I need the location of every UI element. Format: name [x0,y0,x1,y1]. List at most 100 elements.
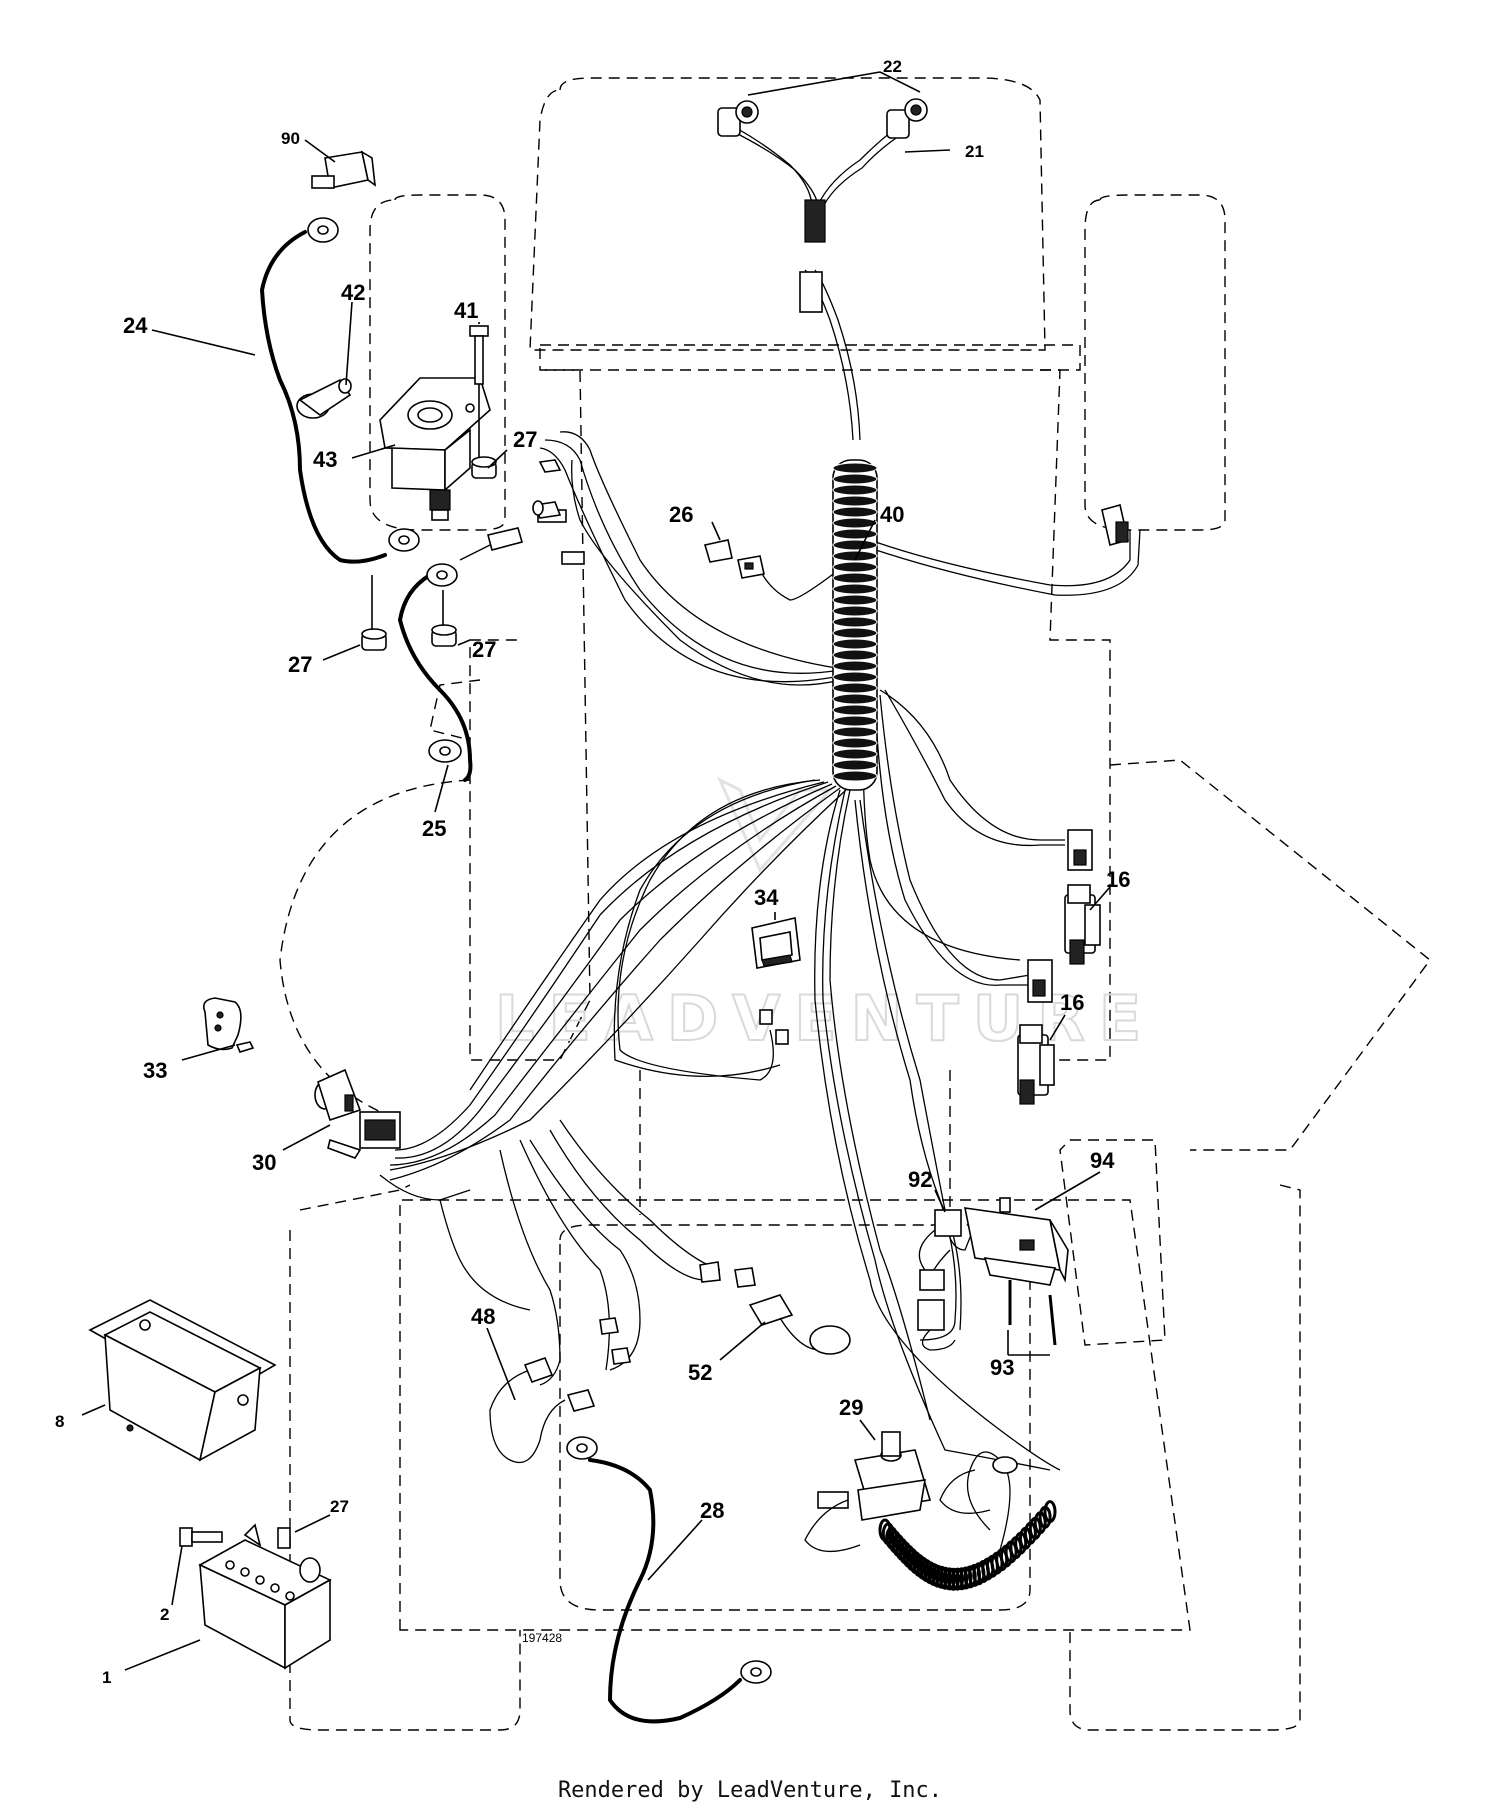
callout-34: 34 [754,885,779,910]
callout-labels: 90 22 21 24 42 41 43 27 27 27 25 26 40 1… [55,57,1130,1687]
solenoid-43 [379,377,491,521]
callout-8: 8 [55,1412,64,1431]
key-33 [202,997,255,1053]
coil-turn [951,1567,964,1591]
loom-ring [832,583,878,595]
footer-credit: Rendered by LeadVenture, Inc. [557,1778,943,1803]
bolt-2 [179,1527,223,1547]
terminal-connectors [532,459,585,565]
cable-24 [259,217,420,564]
screws-93 [1007,1280,1057,1356]
main-harness-wires [379,269,1141,1551]
switch-16a [1064,884,1101,965]
battery-tray-8 [88,1299,277,1462]
coil-turn [1043,1500,1057,1524]
module-94 [963,1197,1069,1286]
loom-ring [832,495,878,507]
headlight-assembly [717,98,928,313]
fuse-26 [703,539,765,579]
callout-43: 43 [313,447,337,472]
cable-28 [566,1436,772,1724]
callout-33: 33 [143,1058,167,1083]
callout-30: 30 [252,1150,276,1175]
coil-turn [946,1567,960,1591]
connector-16a-plug [1067,829,1093,871]
loom-ring [832,616,878,628]
nut-27-left [361,575,387,651]
callout-2: 2 [160,1605,169,1624]
callout-16-lower: 16 [1060,990,1084,1015]
callout-40: 40 [880,502,904,527]
loom-ring [832,649,878,661]
battery-1 [198,1523,332,1670]
callout-27-battery: 27 [330,1497,349,1516]
switch-16b [1017,1024,1055,1105]
callout-16-upper: 16 [1106,867,1130,892]
loom-ring [832,693,878,705]
loom-ring [832,704,878,716]
loom-ring [832,715,878,727]
loom-ring [832,561,878,573]
leader-lines [81,71,1111,1671]
tractor-outline [279,77,1431,1731]
switch-34 [751,917,801,1045]
harness-connectors [599,1261,756,1365]
nut-27-solenoid [471,456,497,479]
loom-ring [832,462,878,474]
coil-turn [942,1567,956,1591]
nut-27-battery [277,1527,291,1549]
loom-ring [832,748,878,760]
loom-ring [832,726,878,738]
callout-27-right: 27 [472,637,496,662]
ignition-switch-30 [314,1068,401,1159]
callout-24: 24 [123,313,148,338]
coil-turn [938,1566,952,1590]
loom-ring [832,660,878,672]
loom-ring [832,550,878,562]
callout-48: 48 [471,1304,495,1329]
callout-52: 52 [688,1360,712,1385]
loom-ring [832,737,878,749]
loom-ring [832,572,878,584]
callout-1: 1 [102,1668,111,1687]
callout-93: 93 [990,1355,1014,1380]
callout-27-solenoid: 27 [513,427,537,452]
plug-90 [311,150,376,189]
loom-ring [832,627,878,639]
callout-28: 28 [700,1498,724,1523]
loom-ring [832,770,878,782]
bolt-41 [469,325,489,460]
callout-27-left: 27 [288,652,312,677]
callout-29: 29 [839,1395,863,1420]
fuse-holder-52 [748,1294,851,1355]
loom-ring [832,484,878,496]
loom-ring [832,517,878,529]
harness-loom-40 [832,459,878,791]
loom-ring [832,638,878,650]
nut-27-right [431,590,457,647]
headlight-right [886,98,928,139]
callout-42: 42 [341,280,365,305]
loom-ring [832,539,878,551]
callout-90: 90 [281,129,300,148]
boot-42 [296,378,352,419]
loom-ring [832,605,878,617]
switch-29 [804,1431,1057,1591]
drawing-number: 197428 [522,1631,562,1645]
connector-92 [917,1209,962,1351]
loom-ring [832,682,878,694]
cable-25 [397,527,523,782]
callout-26: 26 [669,502,693,527]
callout-41: 41 [454,298,478,323]
callout-94: 94 [1090,1148,1115,1173]
connector-16b-plug [1027,959,1053,1003]
seat-boot-48 [489,1356,596,1464]
loom-ring [832,506,878,518]
callout-22: 22 [883,57,902,76]
callout-92: 92 [908,1167,932,1192]
loom-ring [832,594,878,606]
loom-ring [832,759,878,771]
right-connector [1101,504,1129,546]
watermark-logo [716,776,834,873]
